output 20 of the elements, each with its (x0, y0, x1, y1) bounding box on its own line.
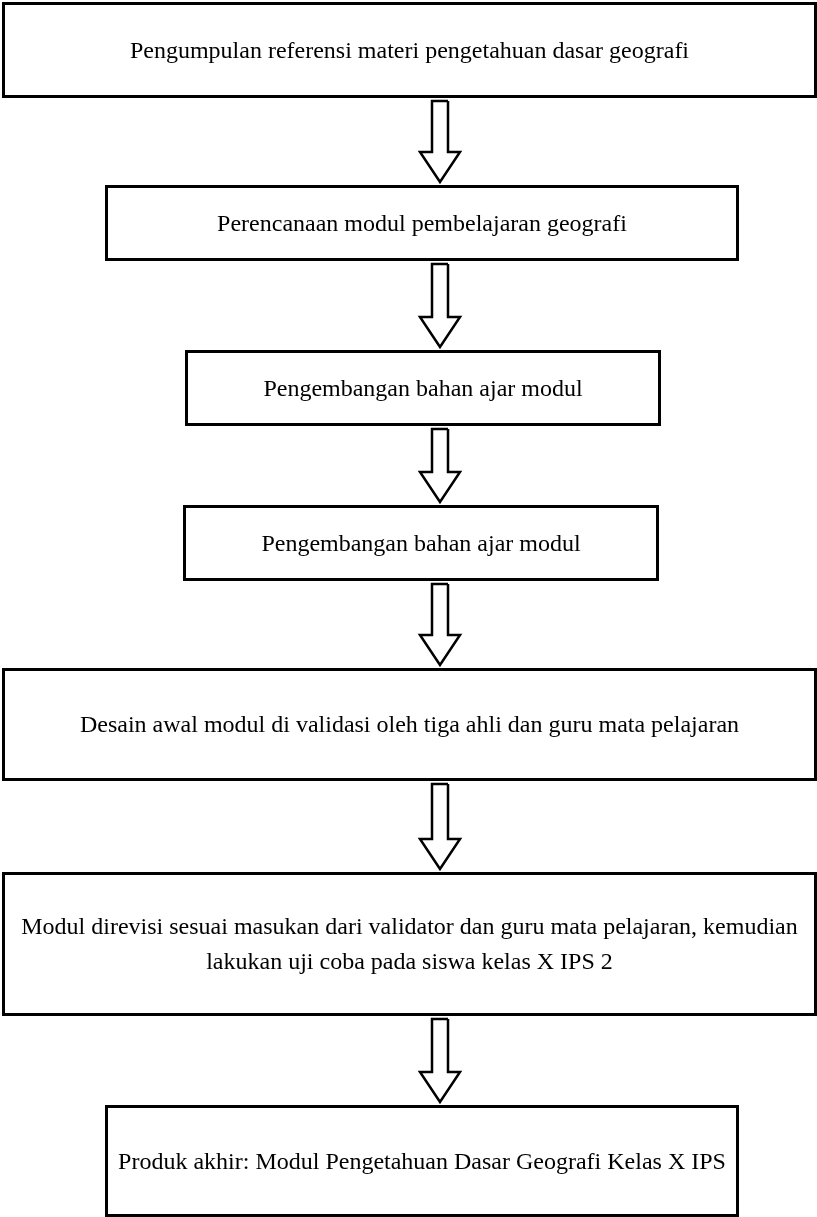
step-text: Perencanaan modul pembelajaran geografi (217, 208, 627, 238)
step-text: Modul direvisi sesuai masukan dari validator dan guru mata pelajaran, kemudian lakukan uji coba pada siswa kelas X IPS 2 (20, 912, 799, 976)
process-box (105, 185, 739, 261)
process-box (185, 350, 661, 426)
step-text: Desain awal modul di validasi oleh tiga ahli dan guru mata pelajaran (79, 710, 740, 740)
block-arrow (417, 262, 463, 350)
step-text: Pengembangan bahan ajar modul (263, 373, 583, 403)
process-box (2, 2, 817, 98)
block-arrow (417, 582, 463, 668)
process-box (2, 872, 817, 1016)
step-text: Produk akhir: Modul Pengetahuan Dasar Geografi Kelas X IPS (118, 1146, 726, 1176)
step-text: Pengumpulan referensi materi pengetahuan dasar geografi (129, 35, 690, 65)
process-box (183, 505, 659, 581)
block-arrow (417, 782, 463, 872)
step-text: Pengembangan bahan ajar modul (261, 528, 581, 558)
block-arrow (417, 427, 463, 505)
block-arrow (417, 1017, 463, 1105)
block-arrow (417, 99, 463, 185)
process-box (105, 1105, 739, 1217)
process-box (2, 668, 817, 781)
